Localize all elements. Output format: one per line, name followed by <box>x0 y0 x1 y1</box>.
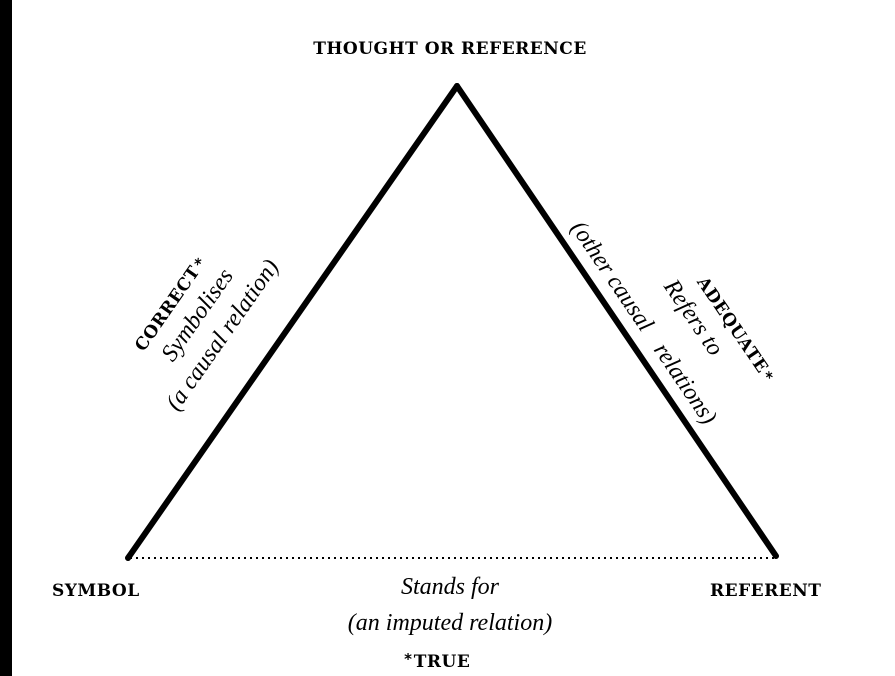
true-star: * <box>404 650 412 668</box>
left-side-line <box>125 83 460 561</box>
symbol-label: SYMBOL <box>52 581 140 601</box>
apex-label: THOUGHT OR REFERENCE <box>313 39 587 59</box>
left-border-bar <box>0 0 12 676</box>
stands-for-label: Stands for <box>401 574 500 600</box>
right-side-line <box>454 83 779 559</box>
base-relation-label: (an imputed relation) <box>348 610 552 636</box>
true-label: TRUE <box>414 652 471 672</box>
referent-label: REFERENT <box>710 581 821 601</box>
